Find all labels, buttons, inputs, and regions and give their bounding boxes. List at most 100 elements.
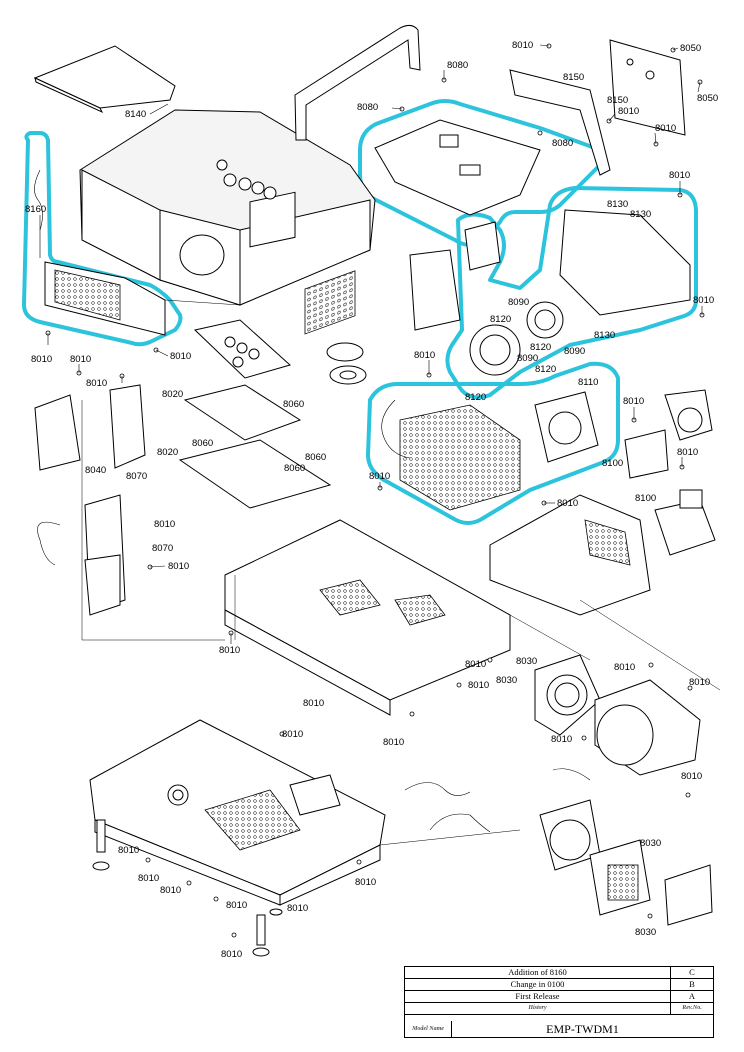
history-header-row: History Rev.No. bbox=[405, 1003, 713, 1015]
label-8030: 8030 bbox=[496, 675, 517, 686]
highlight-left-assembly bbox=[22, 131, 183, 347]
label-8100: 8100 bbox=[635, 493, 656, 504]
label-8080: 8080 bbox=[552, 138, 573, 149]
label-8010: 8010 bbox=[219, 645, 240, 656]
model-label: Model Name bbox=[405, 1021, 452, 1037]
title-block: Addition of 8160 C Change in 0100 B Firs… bbox=[404, 966, 714, 1038]
pcb-boards bbox=[178, 319, 332, 509]
label-8060: 8060 bbox=[283, 399, 304, 410]
label-8010: 8010 bbox=[160, 885, 181, 896]
label-8130: 8130 bbox=[607, 199, 628, 210]
label-8130: 8130 bbox=[594, 330, 615, 341]
front-left-parts bbox=[34, 384, 146, 616]
label-8090: 8090 bbox=[517, 353, 538, 364]
label-8010: 8010 bbox=[677, 447, 698, 458]
label-8010: 8010 bbox=[226, 900, 247, 911]
label-8010: 8010 bbox=[282, 729, 303, 740]
label-8030: 8030 bbox=[516, 656, 537, 667]
label-8130: 8130 bbox=[630, 209, 651, 220]
label-8120: 8120 bbox=[465, 392, 486, 403]
label-8060: 8060 bbox=[192, 438, 213, 449]
revision-description: First Release bbox=[405, 991, 671, 1002]
label-8090: 8090 bbox=[564, 346, 585, 357]
label-8060: 8060 bbox=[284, 463, 305, 474]
label-8010: 8010 bbox=[689, 677, 710, 688]
air-filter bbox=[304, 270, 356, 335]
label-8010: 8010 bbox=[618, 106, 639, 117]
revision-row-b: Change in 0100 B bbox=[405, 979, 713, 991]
carry-handle bbox=[294, 24, 421, 141]
label-8010: 8010 bbox=[168, 561, 189, 572]
revision-row-c: Addition of 8160 C bbox=[405, 967, 713, 979]
label-8120: 8120 bbox=[535, 364, 556, 375]
label-8010: 8010 bbox=[681, 771, 702, 782]
top-lid bbox=[33, 45, 176, 114]
label-8080: 8080 bbox=[357, 102, 378, 113]
revision-letter: C bbox=[689, 967, 695, 977]
label-8010: 8010 bbox=[623, 396, 644, 407]
left-assembly bbox=[34, 169, 166, 336]
label-8010: 8010 bbox=[512, 40, 533, 51]
highlight-power-unit bbox=[366, 361, 620, 525]
label-8030: 8030 bbox=[640, 838, 661, 849]
label-8010: 8010 bbox=[557, 498, 578, 509]
revision-description: Addition of 8160 bbox=[405, 967, 671, 978]
optical-engine bbox=[409, 209, 691, 376]
label-8010: 8010 bbox=[369, 471, 390, 482]
revision-row-a: First Release A bbox=[405, 991, 713, 1003]
label-8120: 8120 bbox=[490, 314, 511, 325]
label-8010: 8010 bbox=[468, 680, 489, 691]
label-8010: 8010 bbox=[465, 659, 486, 670]
label-8010: 8010 bbox=[138, 873, 159, 884]
shield-plate bbox=[489, 494, 651, 616]
bottom-base bbox=[89, 719, 386, 906]
history-label: History bbox=[405, 1003, 671, 1014]
label-8160: 8160 bbox=[25, 204, 46, 215]
label-8050: 8050 bbox=[680, 43, 701, 54]
fan-units bbox=[534, 654, 713, 926]
label-8010: 8010 bbox=[86, 378, 107, 389]
upper-case bbox=[79, 109, 376, 306]
revision-letter: A bbox=[688, 991, 696, 1001]
part-labels: 8010 8050 8080 8150 8050 8150 8080 8140 … bbox=[25, 40, 718, 960]
label-8120: 8120 bbox=[530, 342, 551, 353]
highlight-optical-engine bbox=[445, 186, 698, 400]
label-8060: 8060 bbox=[305, 452, 326, 463]
label-8010: 8010 bbox=[355, 877, 376, 888]
label-8090: 8090 bbox=[508, 297, 529, 308]
label-8010: 8010 bbox=[287, 903, 308, 914]
label-8100: 8100 bbox=[602, 458, 623, 469]
label-8070: 8070 bbox=[126, 471, 147, 482]
label-8020: 8020 bbox=[157, 447, 178, 458]
label-8010: 8010 bbox=[70, 354, 91, 365]
label-8010: 8010 bbox=[669, 170, 690, 181]
leader-lines bbox=[81, 299, 721, 846]
label-8010: 8010 bbox=[170, 351, 191, 362]
label-8140: 8140 bbox=[125, 109, 146, 120]
label-8050: 8050 bbox=[697, 93, 718, 104]
model-name: EMP-TWDM1 bbox=[546, 1022, 619, 1036]
main-board bbox=[374, 119, 541, 271]
io-bracket bbox=[509, 39, 686, 176]
revision-letter: B bbox=[689, 979, 695, 989]
label-8010: 8010 bbox=[383, 737, 404, 748]
label-8010: 8010 bbox=[31, 354, 52, 365]
model-row: Model Name EMP-TWDM1 bbox=[405, 1021, 713, 1037]
label-8010: 8010 bbox=[655, 123, 676, 134]
label-8070: 8070 bbox=[152, 543, 173, 554]
label-8040: 8040 bbox=[85, 465, 106, 476]
cables bbox=[404, 782, 491, 833]
label-leaders bbox=[39, 44, 703, 644]
right-side-parts bbox=[624, 389, 716, 556]
label-8030: 8030 bbox=[635, 927, 656, 938]
power-unit bbox=[381, 391, 599, 511]
label-8010: 8010 bbox=[614, 662, 635, 673]
label-8150: 8150 bbox=[563, 72, 584, 83]
label-8010: 8010 bbox=[693, 295, 714, 306]
label-8020: 8020 bbox=[162, 389, 183, 400]
label-8080: 8080 bbox=[447, 60, 468, 71]
label-8010: 8010 bbox=[118, 845, 139, 856]
label-8150: 8150 bbox=[607, 95, 628, 106]
lower-case bbox=[224, 519, 511, 716]
